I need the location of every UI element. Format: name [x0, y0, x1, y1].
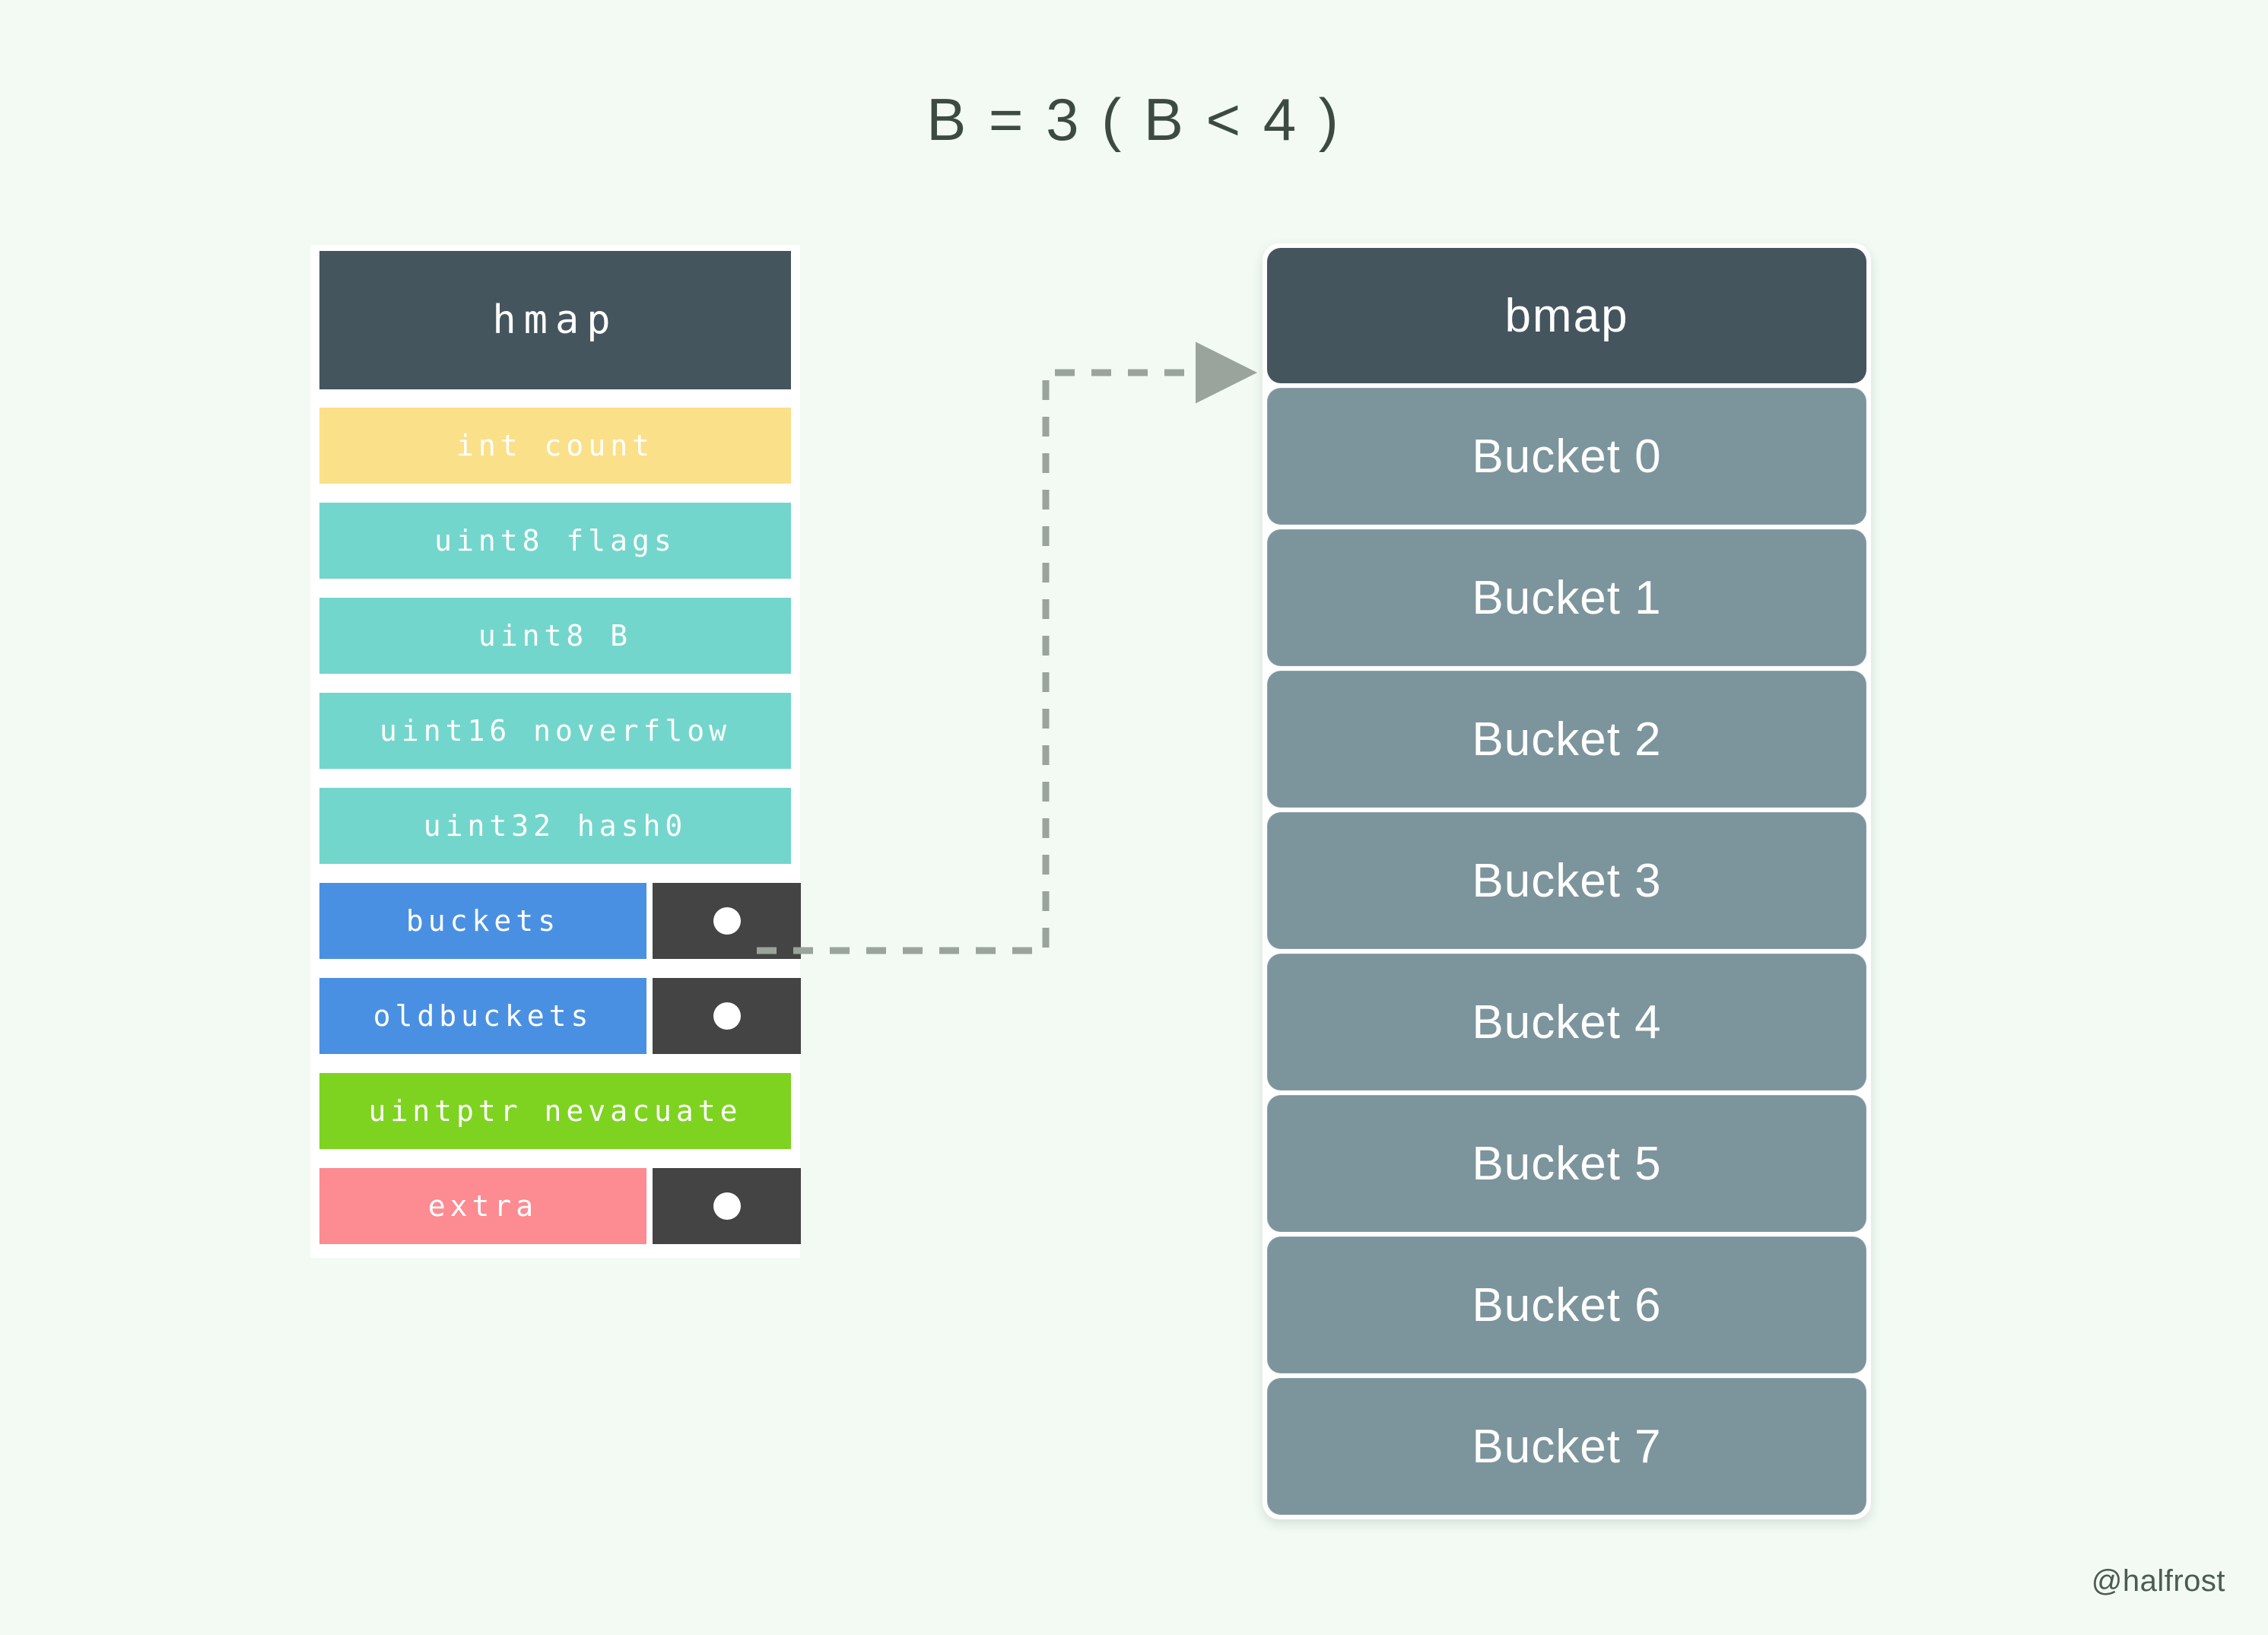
- extra-pointer-cell: [653, 1168, 801, 1244]
- bmap-struct: bmap Bucket 0 Bucket 1 Bucket 2 Bucket 3…: [1263, 243, 1871, 1519]
- pointer-dot-icon: [713, 1002, 741, 1030]
- pointer-dot-icon: [713, 1192, 741, 1220]
- hmap-field-oldbuckets: oldbuckets: [310, 978, 801, 1054]
- hmap-field-buckets: buckets: [310, 883, 801, 959]
- hmap-field-label: int count: [319, 408, 791, 484]
- bucket-row: Bucket 2: [1267, 671, 1866, 808]
- bucket-row: Bucket 5: [1267, 1095, 1866, 1232]
- hmap-field-label: extra: [319, 1168, 646, 1244]
- hmap-field-noverflow: uint16 noverflow: [310, 693, 800, 769]
- buckets-pointer-cell: [653, 883, 801, 959]
- hmap-field-hash0: uint32 hash0: [310, 788, 800, 864]
- hmap-field-label: uint8 B: [319, 598, 791, 674]
- hmap-field-nevacuate: uintptr nevacuate: [310, 1073, 800, 1149]
- hmap-header: hmap: [319, 251, 791, 389]
- hmap-field-count: int count: [310, 408, 800, 484]
- hmap-struct: hmap int count uint8 flags uint8 B uint1…: [310, 245, 801, 1258]
- bucket-row: Bucket 0: [1267, 388, 1866, 525]
- bucket-row: Bucket 4: [1267, 954, 1866, 1091]
- author-watermark: @halfrost: [2091, 1564, 2225, 1598]
- hmap-field-label: uint16 noverflow: [319, 693, 791, 769]
- hmap-field-flags: uint8 flags: [310, 503, 800, 579]
- hmap-field-label: uint8 flags: [319, 503, 791, 579]
- hmap-field-label: oldbuckets: [319, 978, 646, 1054]
- hmap-field-label: uint32 hash0: [319, 788, 791, 864]
- hmap-field-extra: extra: [310, 1168, 801, 1244]
- bucket-row: Bucket 6: [1267, 1237, 1866, 1373]
- bucket-row: Bucket 3: [1267, 812, 1866, 949]
- bucket-row: Bucket 1: [1267, 529, 1866, 666]
- bucket-row: Bucket 7: [1267, 1378, 1866, 1515]
- oldbuckets-pointer-cell: [653, 978, 801, 1054]
- page-title: B = 3 ( B < 4 ): [926, 86, 1342, 153]
- hmap-field-label: uintptr nevacuate: [319, 1073, 791, 1149]
- pointer-dot-icon: [713, 907, 741, 935]
- bmap-header: bmap: [1267, 248, 1866, 383]
- hmap-field-label: buckets: [319, 883, 646, 959]
- hmap-field-b: uint8 B: [310, 598, 800, 674]
